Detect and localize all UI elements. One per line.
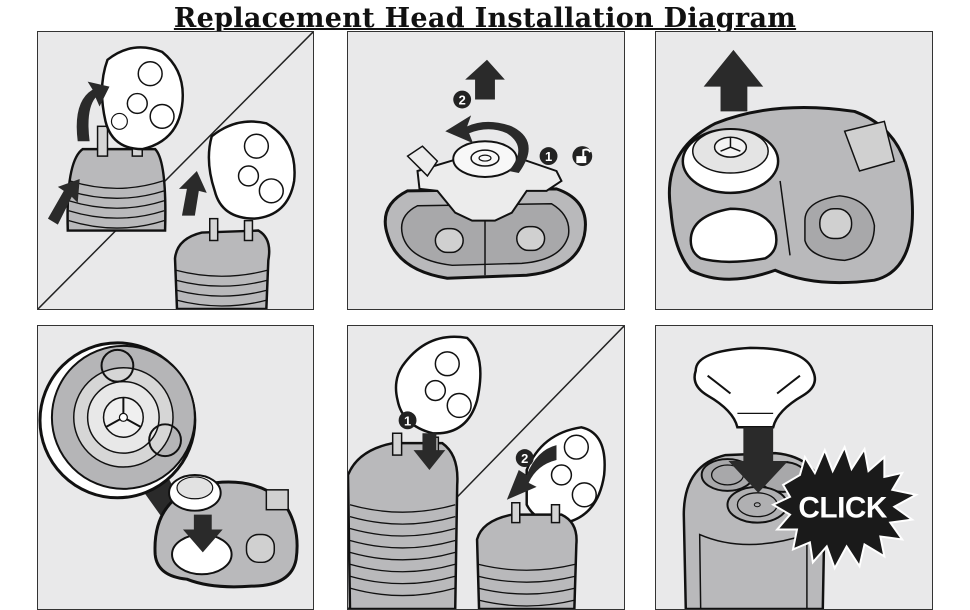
closing-head-icon: [525, 426, 606, 524]
divider-line: [38, 32, 313, 309]
removed-head-icon: [207, 120, 296, 220]
step-badge-1: 1: [539, 147, 558, 166]
unlock-icon: [572, 146, 593, 167]
page-title: Replacement Head Installation Diagram: [173, 3, 797, 34]
click-burst-icon: CLICK: [771, 444, 919, 571]
svg-text:2: 2: [459, 92, 466, 107]
head-holder-icon: [667, 105, 914, 285]
step-badge-2: 2: [453, 90, 472, 109]
svg-text:1: 1: [545, 149, 552, 164]
shaver-body-icon: [475, 502, 578, 609]
lift-up-arrow-icon: [465, 59, 505, 100]
svg-text:2: 2: [521, 451, 528, 466]
click-label: CLICK: [798, 492, 887, 525]
retaining-frame-icon: [406, 140, 563, 222]
step-6-panel: CLICK: [655, 325, 933, 610]
shaver-body-icon: [173, 217, 271, 309]
step-badge-2: 2: [515, 449, 534, 468]
step-1-illustration: [38, 32, 313, 309]
lift-up-arrow-icon: [703, 49, 764, 112]
step-4-panel: [37, 325, 314, 610]
insert-down-arrow-icon: [182, 514, 223, 553]
step-4-illustration: [38, 341, 299, 589]
press-down-arrow-icon: [728, 427, 789, 493]
magnified-detail-icon: [38, 341, 197, 535]
head-holder-icon: [153, 473, 299, 589]
shaving-head-icon: [100, 46, 184, 151]
push-arrow-icon: [47, 178, 80, 225]
rotate-arrow-icon: [445, 115, 529, 173]
step-3-illustration: [667, 49, 914, 285]
step-1-panel: [37, 31, 314, 310]
step-badge-1: 1: [398, 411, 417, 430]
svg-text:1: 1: [404, 413, 411, 428]
cutter-guard-icon: [681, 128, 780, 195]
lift-arrow-icon: [178, 170, 207, 216]
shaving-head-icon: [394, 335, 482, 435]
step-5-panel: 1 2: [347, 325, 625, 610]
open-arrow-icon: [76, 81, 110, 142]
step-3-panel: [655, 31, 933, 310]
step-6-illustration: CLICK: [682, 346, 919, 609]
attach-down-arrow-icon: [413, 433, 446, 470]
step-5-illustration: 1 2: [348, 326, 624, 609]
shaver-body-icon: [348, 432, 459, 609]
shaving-head-icon: [693, 346, 817, 429]
step-2-illustration: 2 1: [383, 59, 593, 280]
close-arrow-icon: [506, 445, 557, 500]
step-2-panel: 2 1: [347, 31, 625, 310]
